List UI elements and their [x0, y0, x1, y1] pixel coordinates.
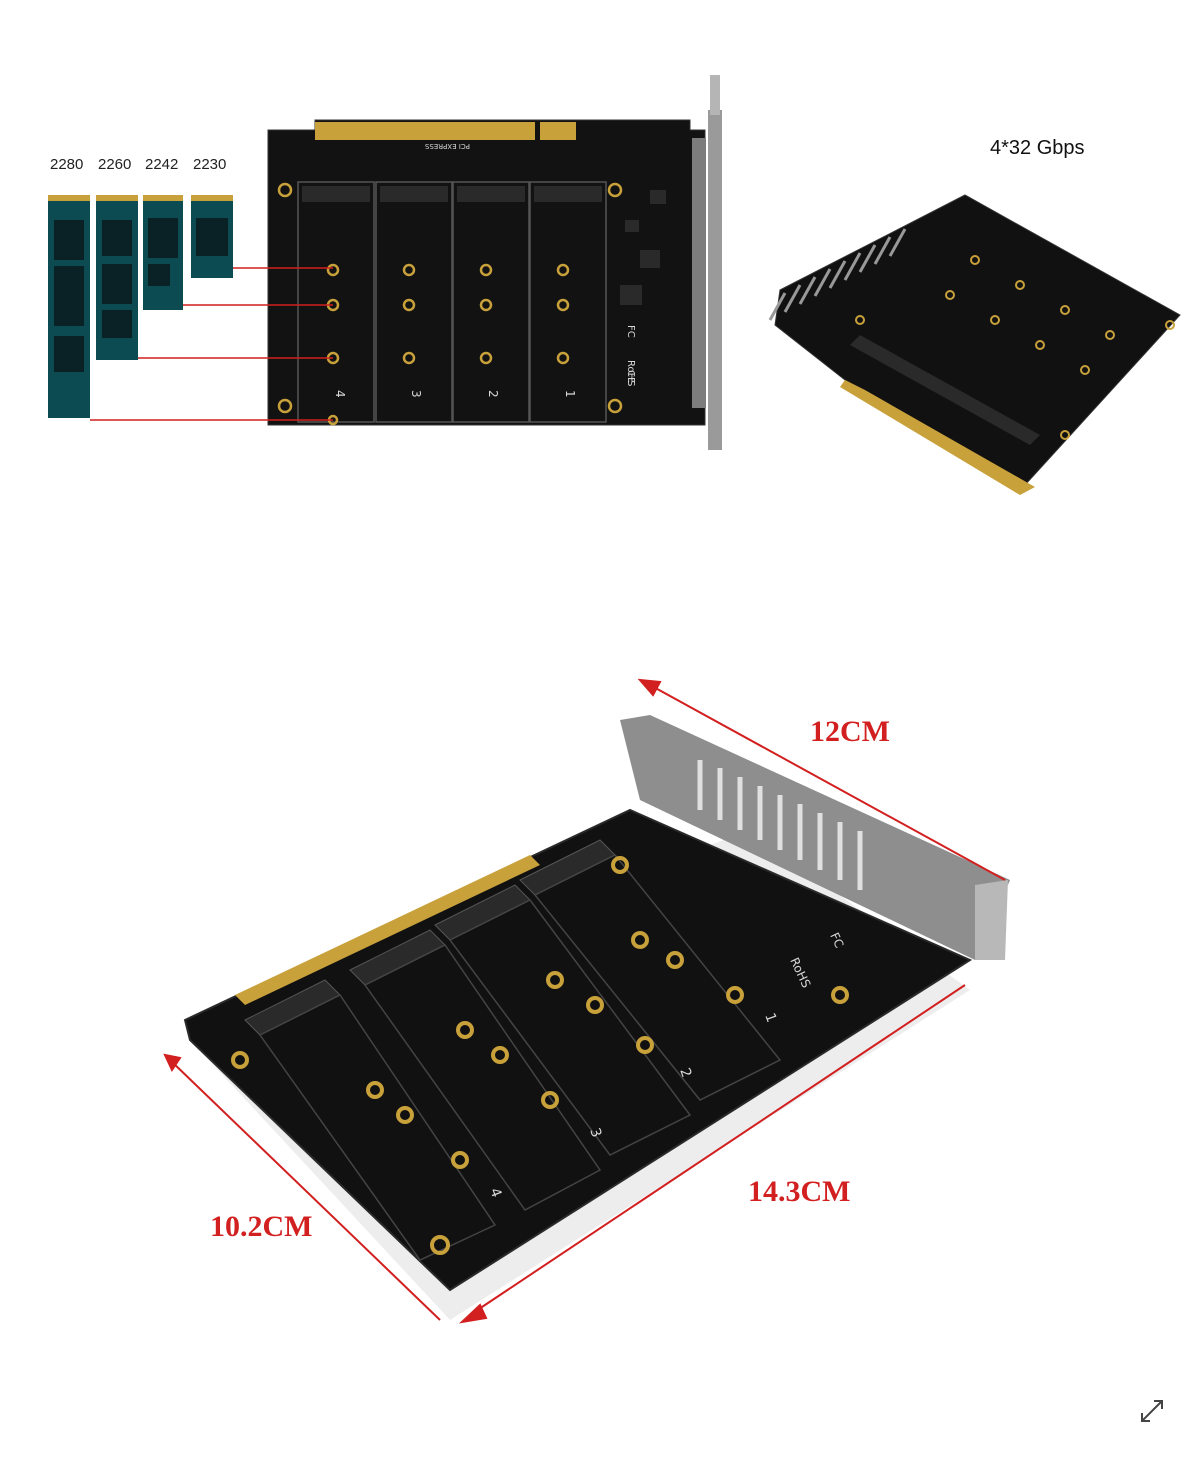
top-left-figure: 2280 2260 2242 2230 [40, 70, 760, 460]
slot-number-1: 1 [563, 390, 577, 398]
ssd-size-label-2230: 2230 [193, 156, 227, 173]
ssd-leader-lines [90, 267, 333, 421]
ssd-2242 [143, 195, 183, 310]
slot-number-4: 4 [333, 390, 347, 398]
ssd-2260 [96, 195, 138, 360]
pcb-fc-mark: FC [625, 325, 636, 338]
slot-number-3: 3 [409, 390, 423, 398]
pcb-rohs-mark: RoHS [625, 360, 636, 386]
ssd-size-label-2260: 2260 [98, 156, 132, 173]
ssd-2230 [191, 195, 233, 278]
ssd-2280 [48, 195, 90, 418]
pcb-front [267, 75, 722, 450]
slot-number-2: 2 [486, 390, 500, 398]
ssd-size-label-2242: 2242 [145, 156, 179, 173]
dimension-depth-label: 10.2CM [210, 1210, 313, 1243]
speed-label: 4*32 Gbps [990, 137, 1085, 159]
pcb-ce-mark: CE [625, 370, 636, 383]
card-front-illustration: 4 3 2 1 RoHS FC CE PCI EXPRESS [48, 75, 722, 450]
large-pcb-fc-mark: FC [827, 930, 846, 950]
angled-card-large: 4 3 2 1 RoHS FC [163, 678, 1010, 1324]
dimension-length-label: 12CM [810, 715, 890, 748]
angled-card-small [768, 194, 1181, 495]
ssd-size-label-2280: 2280 [50, 156, 84, 173]
dimension-arrows [163, 678, 1006, 1324]
dimension-width-label: 14.3CM [748, 1175, 851, 1208]
pcb-pci-express-logo: PCI EXPRESS [424, 142, 470, 150]
expand-icon[interactable] [1136, 1395, 1168, 1427]
